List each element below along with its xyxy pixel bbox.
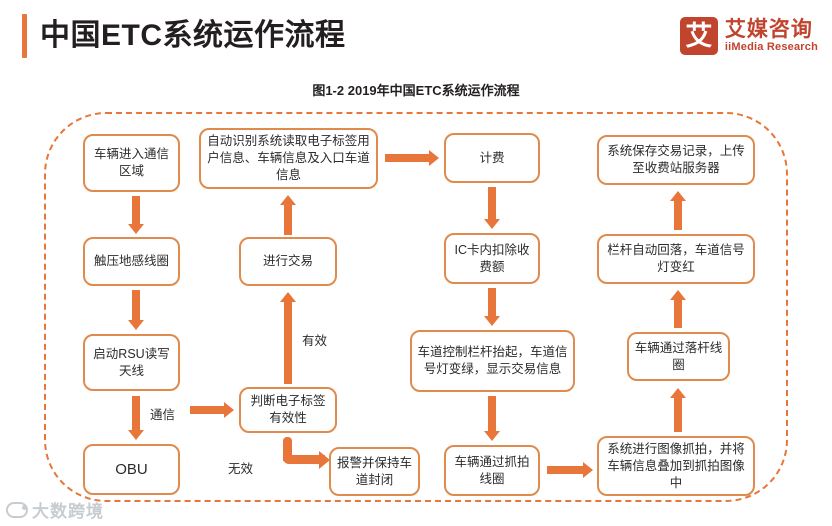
arrow-capture-coil-to-image bbox=[547, 462, 593, 478]
page-title: 中国ETC系统运作流程 bbox=[40, 19, 346, 52]
arrow-valid-to-transaction bbox=[280, 292, 296, 384]
watermark-logo-icon bbox=[6, 501, 28, 518]
arrow-image-to-exit-coil bbox=[670, 388, 686, 432]
flow-node-billing[interactable]: 计费 bbox=[444, 133, 540, 183]
edge-label-communication: 通信 bbox=[150, 408, 176, 422]
arrow-barrier-up-to-capture-coil bbox=[484, 396, 500, 441]
watermark: 大数跨境 bbox=[6, 497, 104, 522]
figure-caption: 图1-2 2019年中国ETC系统运作流程 bbox=[312, 83, 520, 98]
flow-node-ground-coil[interactable]: 触压地感线圈 bbox=[83, 237, 180, 286]
page-header: 中国ETC系统运作流程 艾 艾媒咨询 iiMedia Research bbox=[0, 0, 832, 74]
flow-node-auto-read-tag[interactable]: 自动识别系统读取电子标签用户信息、车辆信息及入口车道信息 bbox=[199, 128, 378, 189]
flow-node-alarm-close-lane[interactable]: 报警并保持车道封闭 bbox=[329, 447, 420, 496]
arrow-read-to-billing bbox=[385, 150, 439, 166]
arrow-invalid-to-alarm bbox=[283, 437, 330, 469]
flow-node-barrier-down[interactable]: 栏杆自动回落，车道信号灯变红 bbox=[597, 234, 755, 284]
flow-node-obu[interactable]: OBU bbox=[83, 444, 180, 495]
arrow-coil-to-rsu bbox=[128, 290, 144, 330]
flow-node-save-record[interactable]: 系统保存交易记录，上传至收费站服务器 bbox=[597, 135, 755, 185]
arrow-deduct-to-barrier-up bbox=[484, 288, 500, 326]
brand-name-cn: 艾媒咨询 bbox=[724, 17, 813, 41]
edge-label-invalid: 无效 bbox=[228, 462, 254, 476]
flow-node-barrier-up[interactable]: 车道控制栏杆抬起，车道信号灯变绿，显示交易信息 bbox=[410, 330, 575, 392]
arrow-barrier-down-to-save bbox=[670, 191, 686, 230]
brand-mark-icon: 艾 bbox=[679, 17, 718, 55]
flow-node-do-transaction[interactable]: 进行交易 bbox=[239, 237, 337, 286]
title-accent-bar bbox=[22, 14, 27, 58]
arrow-enter-to-coil bbox=[128, 196, 144, 234]
flow-node-exit-coil[interactable]: 车辆通过落杆线圈 bbox=[627, 332, 730, 381]
arrow-exit-coil-to-barrier-down bbox=[670, 290, 686, 328]
flow-node-capture-coil[interactable]: 车辆通过抓拍线圈 bbox=[444, 445, 540, 496]
flow-node-validate-tag[interactable]: 判断电子标签有效性 bbox=[239, 387, 337, 433]
brand-logo: 艾 艾媒咨询 iiMedia Research bbox=[679, 14, 818, 58]
watermark-text: 大数跨境 bbox=[32, 502, 104, 521]
flow-node-deduct-ic-card[interactable]: IC卡内扣除收费额 bbox=[444, 233, 540, 284]
arrow-rsu-to-obu bbox=[128, 396, 144, 440]
flow-node-image-capture[interactable]: 系统进行图像抓拍，并将车辆信息叠加到抓拍图像中 bbox=[597, 436, 755, 496]
flow-node-start-rsu[interactable]: 启动RSU读写天线 bbox=[83, 334, 180, 391]
brand-text: 艾媒咨询 iiMedia Research bbox=[724, 17, 818, 54]
brand-name-en: iiMedia Research bbox=[724, 40, 818, 53]
arrow-transaction-to-read bbox=[280, 195, 296, 235]
arrow-to-validate-tag bbox=[190, 402, 234, 418]
arrow-billing-to-deduct bbox=[484, 187, 500, 229]
flow-frame-border bbox=[44, 112, 788, 502]
edge-label-valid: 有效 bbox=[302, 334, 328, 348]
flow-node-vehicle-enters[interactable]: 车辆进入通信区域 bbox=[83, 134, 180, 192]
